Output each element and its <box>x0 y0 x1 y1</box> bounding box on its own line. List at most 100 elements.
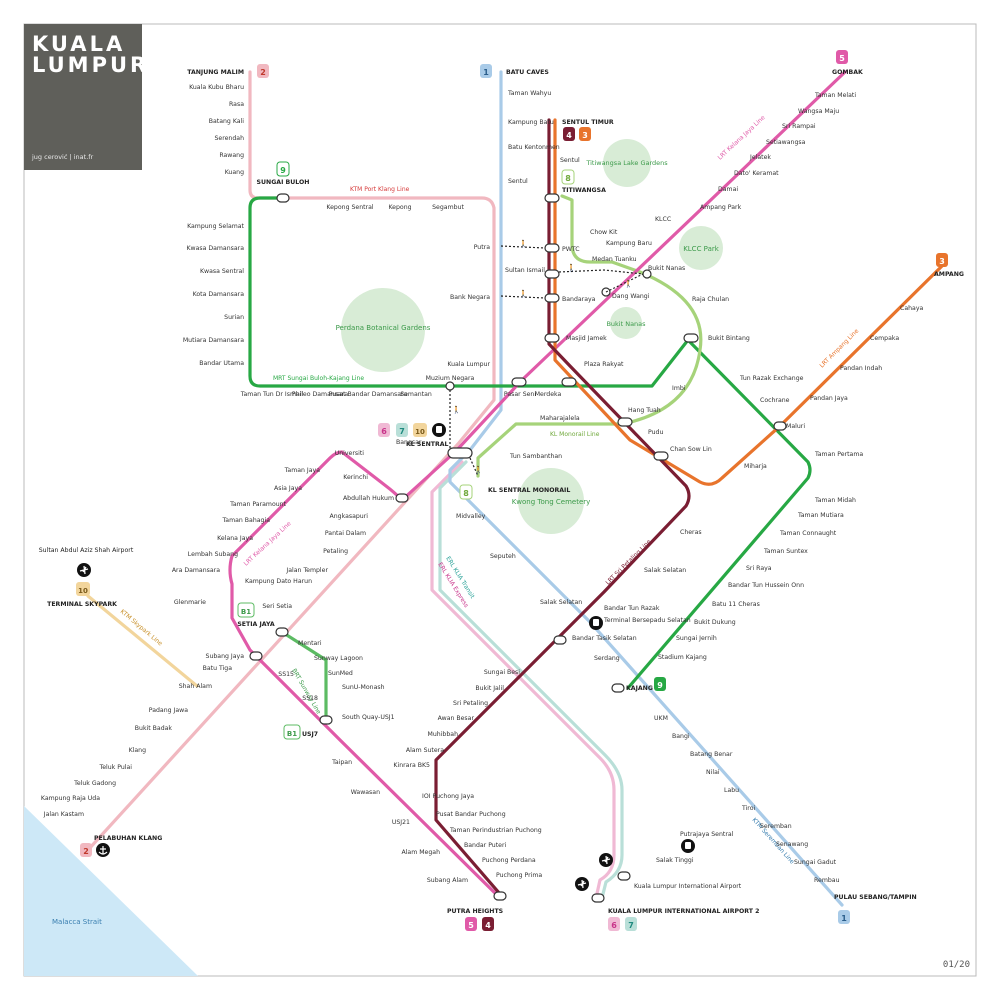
station-label: Seremban <box>760 823 792 830</box>
station-label: Kampung Batu <box>508 119 554 126</box>
walk-icon: 🚶 <box>567 263 576 272</box>
station-label: Wangsa Maju <box>798 108 839 115</box>
station-label: Klang <box>129 747 146 754</box>
badge-line-5-putra[interactable]: 5 <box>465 917 477 931</box>
station-label: Pusat Bandar Puchong <box>436 811 506 818</box>
station-label: Universiti <box>335 450 365 457</box>
badge-line-8-monorail[interactable]: 8 <box>459 484 473 500</box>
svg-text:2: 2 <box>260 68 266 77</box>
station-label: Hang Tuah <box>628 407 661 414</box>
badge-line-4-putra[interactable]: 4 <box>482 917 494 931</box>
station-label: Plaza Rakyat <box>584 361 624 368</box>
station-label: Bank Negara <box>450 294 490 301</box>
station-label: Taman Pertama <box>814 451 863 458</box>
ampang-line <box>553 118 944 486</box>
interchange-usj7[interactable] <box>319 715 333 725</box>
station-label: UKM <box>654 715 668 722</box>
svg-text:10: 10 <box>78 587 88 595</box>
label-sri-petaling: LRT Sri Petaling Line <box>604 538 652 586</box>
interchange-sungai-buloh[interactable] <box>276 193 290 203</box>
station-label: Sunway Lagoon <box>314 655 363 662</box>
station-label: Setiawangsa <box>766 139 806 146</box>
interchange-subang-jaya[interactable] <box>249 651 263 661</box>
interchange-merdeka[interactable] <box>561 377 577 387</box>
interchange-bandar-tasik-selatan[interactable] <box>553 635 567 645</box>
station-label: Segambut <box>432 204 464 211</box>
interchange-setia-jaya[interactable] <box>275 627 289 637</box>
station-label: Jalan Templer <box>285 567 328 574</box>
station-label: Padang Jawa <box>149 707 188 714</box>
station-label: Phileo Damansara <box>292 391 349 398</box>
badge-line-2-top[interactable]: 2 <box>257 64 269 78</box>
badge-line-6-sentral[interactable]: 6 <box>378 423 390 437</box>
interchange-maluri[interactable] <box>773 421 787 431</box>
interchange-hang-tuah[interactable] <box>617 417 633 427</box>
station-label: Muhibbah <box>428 731 459 738</box>
interchange-putra-heights[interactable] <box>493 891 507 901</box>
station-label: Petaling <box>323 548 348 555</box>
badge-line-7-sentral[interactable]: 7 <box>396 423 408 437</box>
svg-text:7: 7 <box>399 427 405 436</box>
svg-text:3: 3 <box>939 257 945 266</box>
interchange-kl-sentral[interactable] <box>447 447 473 459</box>
station-label: Labu <box>724 787 739 794</box>
badge-line-1-top[interactable]: 1 <box>480 64 492 78</box>
badge-line-10-skypark[interactable]: 10 <box>76 582 90 596</box>
station-label: Mentari <box>298 640 322 647</box>
interchange-masjid-jamek[interactable] <box>544 333 560 343</box>
station-label: Subang Alam <box>427 877 468 884</box>
station-label: Subang Jaya <box>206 653 245 660</box>
bus-icon <box>432 423 446 437</box>
badge-line-8-titiwangsa[interactable]: 8 <box>561 169 575 185</box>
ktm-skypark-line <box>86 594 199 688</box>
station-label: Sri Raya <box>746 565 772 572</box>
badge-line-1-bottom[interactable]: 1 <box>838 910 850 924</box>
interchange-kajang[interactable] <box>611 683 625 693</box>
station-label: Maluri <box>786 423 805 430</box>
badge-line-2-pelabuhan[interactable]: 2 <box>80 843 92 857</box>
terminal-gombak: GOMBAK <box>832 69 863 76</box>
terminal-kl-sentral-monorail: KL SENTRAL MONORAIL <box>488 487 570 494</box>
interchange-klia2[interactable] <box>591 893 605 903</box>
line-badges: 2 1 5 4 3 8 9 3 6 7 10 8 10 B1 B1 9 2 5 … <box>76 50 948 931</box>
station-label: South Quay-USJ1 <box>342 714 395 721</box>
interchange-bukit-bintang[interactable] <box>683 333 699 343</box>
station-label: Masjid Jamek <box>566 335 607 342</box>
interchange-klia[interactable] <box>617 871 631 881</box>
label-mrt: MRT Sungai Buloh-Kajang Line <box>273 375 364 382</box>
badge-line-7-klia2[interactable]: 7 <box>625 917 637 931</box>
badge-line-5-top[interactable]: 5 <box>836 50 848 64</box>
station-label: Semantan <box>400 391 432 398</box>
badge-line-3-ampang[interactable]: 3 <box>936 253 948 267</box>
interchange-chan-sow-lin[interactable] <box>653 451 669 461</box>
walk-sultan-ismail-medan <box>558 269 644 275</box>
mrt-line <box>248 196 812 690</box>
interchange-titiwangsa[interactable] <box>544 193 560 203</box>
badge-line-3-sentul[interactable]: 3 <box>579 127 591 141</box>
badge-line-4-sentul[interactable]: 4 <box>563 127 575 141</box>
airplane-icon <box>599 853 613 867</box>
interchange-muzium-negara[interactable] <box>445 381 455 391</box>
badge-line-10-sentral[interactable]: 10 <box>413 423 427 437</box>
interchange-sultan-ismail[interactable] <box>544 269 560 279</box>
badge-line-9-kajang[interactable]: 9 <box>654 677 666 691</box>
station-label: Putra <box>474 244 491 251</box>
badge-line-b1-setia-jaya[interactable]: B1 <box>237 602 255 618</box>
badge-line-9-sungai-buloh[interactable]: 9 <box>276 161 290 177</box>
badge-line-b1-usj7[interactable]: B1 <box>283 724 301 740</box>
interchange-pwtc[interactable] <box>544 243 560 253</box>
station-label: Taman Wahyu <box>507 90 551 97</box>
station-label: Taipan <box>331 759 352 766</box>
station-label: Bukit Jalil <box>475 685 504 692</box>
station-label: Cempaka <box>870 335 899 342</box>
interchange-bandaraya[interactable] <box>544 293 560 303</box>
terminal-labels: TANJUNG MALIM BATU CAVES GOMBAK SENTUL T… <box>39 69 964 915</box>
interchange-pasar-seni[interactable] <box>511 377 527 387</box>
lines <box>86 70 944 907</box>
badge-line-6-klia2[interactable]: 6 <box>608 917 620 931</box>
interchange-abdullah-hukum[interactable] <box>395 493 409 503</box>
station-label: Taman Connaught <box>779 530 837 537</box>
station-label: Seri Setia <box>262 603 292 610</box>
station-label: Rawang <box>219 152 244 159</box>
station-label: Awan Besar <box>438 715 475 722</box>
